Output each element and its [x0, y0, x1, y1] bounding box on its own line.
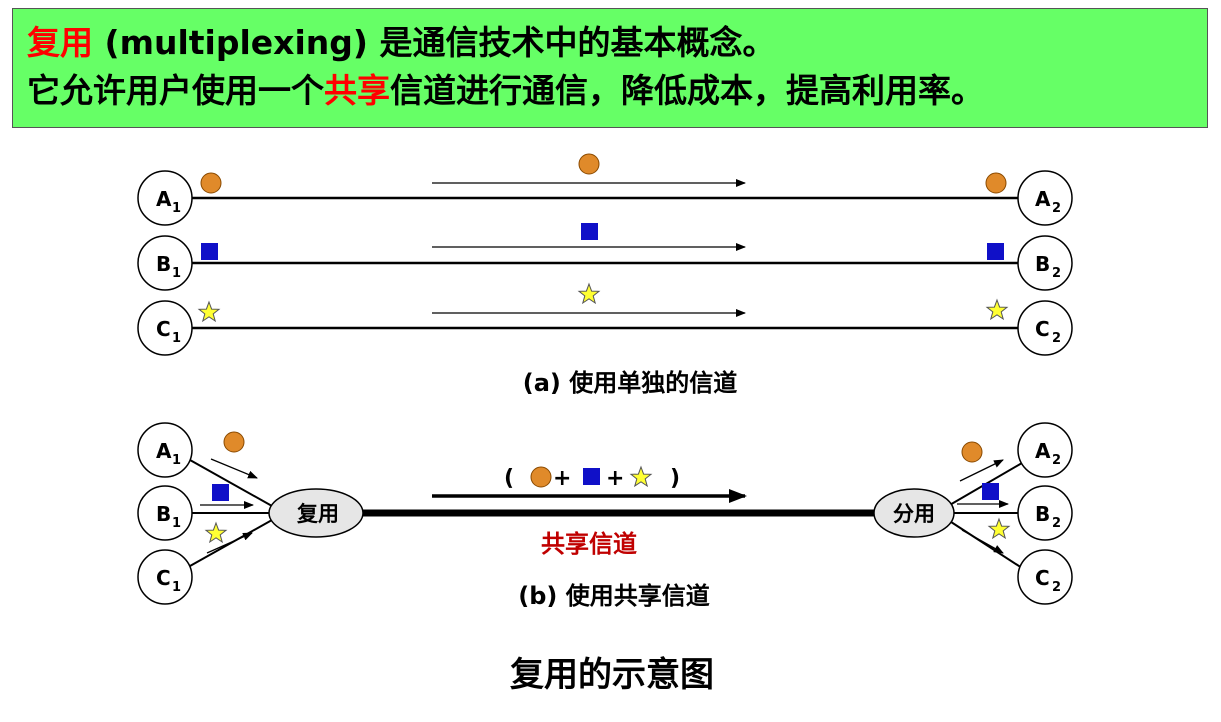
- header-highlight-multiplexing: 复用: [27, 23, 93, 62]
- circle-icon: [985, 172, 1007, 194]
- node-b-a2-letter: A: [1035, 439, 1051, 463]
- composite-open-paren: (: [504, 466, 514, 491]
- node-a1-sub: 1: [172, 201, 181, 216]
- node-b-c1-letter: C: [156, 566, 171, 590]
- composite-signal-label: ( + + ): [504, 465, 680, 491]
- header-line-1: 复用 (multiplexing) 是通信技术中的基本概念。: [27, 19, 1207, 67]
- star-icon: [197, 300, 221, 323]
- star-icon: [204, 521, 228, 544]
- multiplexer-node: 复用: [268, 488, 364, 538]
- header-line-2-text-a: 它允许用户使用一个: [27, 71, 324, 110]
- node-b2-letter: B: [1035, 252, 1050, 276]
- diagram-a: A 1 B 1 C 1 A 2 B 2 C 2: [137, 153, 1073, 397]
- node-c2-letter: C: [1035, 317, 1050, 341]
- fan-out-line-c: [947, 519, 1023, 569]
- node-b-a1-sub: 1: [172, 453, 181, 468]
- figure-title: 复用的示意图: [510, 655, 714, 695]
- circle-icon: [961, 441, 983, 463]
- node-a2: A 2: [1017, 170, 1073, 226]
- node-b-a2-sub: 2: [1052, 453, 1061, 468]
- square-icon: [583, 468, 600, 485]
- composite-plus-2: +: [606, 466, 624, 491]
- header-line-2: 它允许用户使用一个共享信道进行通信，降低成本，提高利用率。: [27, 67, 1207, 115]
- demultiplexer-label: 分用: [893, 502, 935, 526]
- node-b-b2-letter: B: [1035, 502, 1050, 526]
- fan-in-arrow-a: [210, 458, 258, 479]
- node-c1-sub: 1: [172, 331, 181, 346]
- shared-channel-label: 共享信道: [541, 530, 637, 558]
- fan-out-arrow-a: [959, 459, 1004, 482]
- fan-out-arrow-c: [961, 529, 1004, 554]
- header-highlight-shared: 共享: [324, 71, 390, 110]
- node-b-c1-sub: 1: [172, 580, 181, 595]
- diagram-b: 复用 分用 A 1 B 1 C 1 A 2 B: [137, 422, 1073, 610]
- square-icon: [201, 243, 218, 260]
- square-icon: [581, 223, 598, 240]
- node-c2-sub: 2: [1052, 331, 1061, 346]
- node-b1: B 1: [137, 235, 193, 291]
- header-banner: 复用 (multiplexing) 是通信技术中的基本概念。 它允许用户使用一个…: [12, 8, 1208, 128]
- node-a1-letter: A: [156, 187, 172, 211]
- caption-shared-channel: (b) 使用共享信道: [518, 582, 709, 610]
- star-icon: [987, 517, 1011, 540]
- fan-in-line-a: [189, 459, 273, 507]
- node-b1-sub: 1: [172, 266, 181, 281]
- node-b-c1: C 1: [137, 549, 193, 605]
- node-c2: C 2: [1017, 300, 1073, 356]
- node-b-c2: C 2: [1017, 549, 1073, 605]
- square-icon: [982, 483, 999, 500]
- node-b-b2-sub: 2: [1052, 516, 1061, 531]
- node-a2-letter: A: [1035, 187, 1051, 211]
- node-b-b1: B 1: [137, 485, 193, 541]
- node-b-a2: A 2: [1017, 422, 1073, 478]
- node-b2: B 2: [1017, 235, 1073, 291]
- node-b-a1: A 1: [137, 422, 193, 478]
- composite-plus-1: +: [553, 466, 571, 491]
- circle-icon: [223, 431, 245, 453]
- node-a1: A 1: [137, 170, 193, 226]
- square-icon: [987, 243, 1004, 260]
- multiplexer-label: 复用: [296, 502, 339, 526]
- composite-close-paren: ): [670, 466, 680, 491]
- node-b-b2: B 2: [1017, 485, 1073, 541]
- square-icon: [212, 484, 229, 501]
- node-b-a1-letter: A: [156, 439, 172, 463]
- node-b2-sub: 2: [1052, 266, 1061, 281]
- node-b1-letter: B: [156, 252, 171, 276]
- node-c1: C 1: [137, 300, 193, 356]
- caption-separate-channels: (a) 使用单独的信道: [523, 369, 738, 397]
- star-icon: [629, 465, 653, 488]
- circle-icon: [578, 153, 600, 175]
- node-c1-letter: C: [156, 317, 171, 341]
- star-icon: [577, 282, 601, 305]
- header-line-1-text: (multiplexing) 是通信技术中的基本概念。: [93, 23, 776, 62]
- circle-icon: [530, 466, 552, 488]
- header-line-2-text-b: 信道进行通信，降低成本，提高利用率。: [390, 71, 984, 110]
- circle-icon: [200, 172, 222, 194]
- node-a2-sub: 2: [1052, 201, 1061, 216]
- node-b-b1-sub: 1: [172, 516, 181, 531]
- star-icon: [985, 298, 1009, 321]
- node-b-b1-letter: B: [156, 502, 171, 526]
- node-b-c2-letter: C: [1035, 566, 1050, 590]
- node-b-c2-sub: 2: [1052, 580, 1061, 595]
- fan-in-arrow-c: [206, 532, 253, 554]
- demultiplexer-node: 分用: [873, 488, 955, 538]
